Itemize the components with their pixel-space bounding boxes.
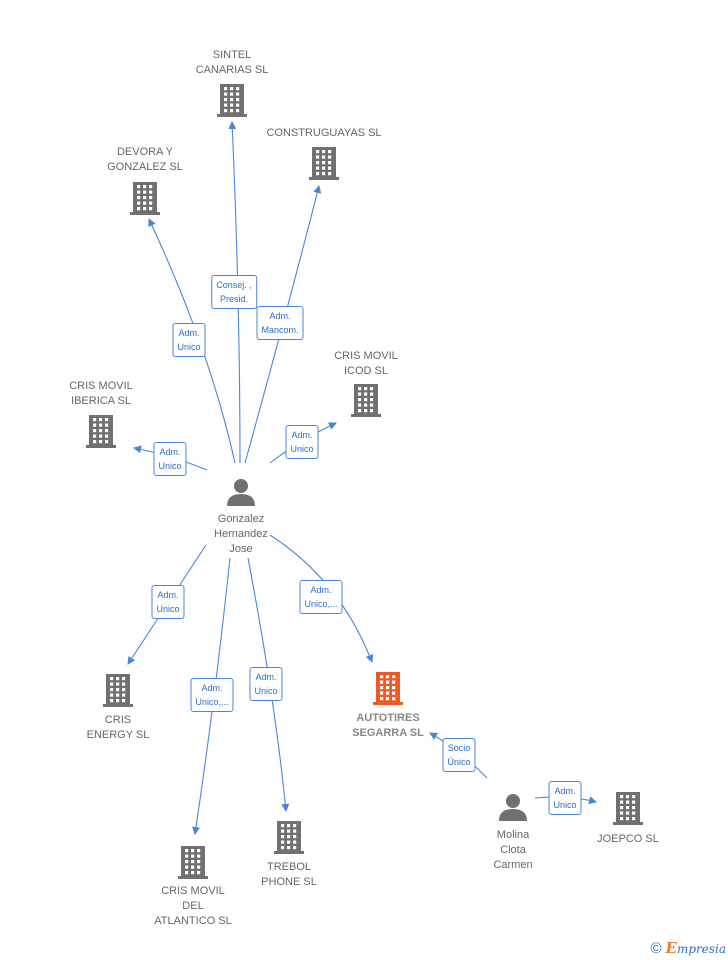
company-label-autotires[interactable]: AUTOTIRES SEGARRA SL: [352, 712, 424, 739]
copyright-icon: ©: [650, 939, 662, 957]
edge-label-gonzalez-sintel[interactable]: Consej. , Presid.: [211, 275, 257, 309]
company-label-cris_energy[interactable]: CRIS ENERGY SL: [86, 714, 150, 741]
person-icon-gonzalez[interactable]: [227, 479, 255, 506]
person-label-molina[interactable]: Molina Clota Carmen: [493, 829, 533, 871]
company-label-cris_atlantico[interactable]: CRIS MOVIL DEL ATLANTICO SL: [154, 885, 232, 927]
company-label-cris_icod[interactable]: CRIS MOVIL ICOD SL: [334, 350, 398, 377]
edge-label-gonzalez-trebol[interactable]: Adm. Unico: [249, 667, 283, 701]
edge-label-molina-autotires[interactable]: Socio Único: [442, 738, 476, 772]
company-label-sintel[interactable]: SINTEL CANARIAS SL: [195, 49, 269, 76]
edge-label-gonzalez-cris_energy[interactable]: Adm. Unico: [151, 585, 185, 619]
building-icon-construguayas[interactable]: [309, 147, 339, 180]
person-label-gonzalez[interactable]: Gonzalez Hernandez Jose: [214, 513, 268, 555]
building-icon-sintel[interactable]: [217, 84, 247, 117]
building-icon-joepco[interactable]: [613, 792, 643, 825]
edge-label-gonzalez-cris_icod[interactable]: Adm. Unico: [285, 425, 319, 459]
brand-logo[interactable]: Empresia: [666, 939, 727, 958]
nodes-layer: [86, 84, 643, 879]
building-icon-trebol[interactable]: [274, 821, 304, 854]
company-label-devora[interactable]: DEVORA Y GONZALEZ SL: [107, 146, 183, 173]
edge-label-gonzalez-cris_atlantico[interactable]: Adm. Unico,...: [190, 678, 234, 712]
building-icon-cris_icod[interactable]: [351, 384, 381, 417]
company-label-construguayas[interactable]: CONSTRUGUAYAS SL: [266, 127, 382, 139]
company-label-cris_iberica[interactable]: CRIS MOVIL IBERICA SL: [69, 380, 133, 407]
footer: © Empresia: [650, 938, 726, 958]
company-label-joepco[interactable]: JOEPCO SL: [597, 833, 659, 845]
edge-label-gonzalez-cris_iberica[interactable]: Adm. Unico: [153, 442, 187, 476]
building-icon-cris_iberica[interactable]: [86, 415, 116, 448]
edge-label-gonzalez-construguayas[interactable]: Adm. Mancom.: [256, 306, 304, 340]
person-icon-molina[interactable]: [499, 794, 527, 821]
edge-label-molina-joepco[interactable]: Adm. Unico: [548, 781, 582, 815]
edge-label-gonzalez-devora[interactable]: Adm. Unico: [172, 323, 206, 357]
building-icon-cris_energy[interactable]: [103, 674, 133, 707]
edge-label-gonzalez-autotires[interactable]: Adm. Unico,...: [299, 580, 343, 614]
building-icon-devora[interactable]: [130, 182, 160, 215]
brand-name: mpresia: [676, 941, 726, 956]
brand-initial: E: [665, 938, 677, 957]
building-icon-cris_atlantico[interactable]: [178, 846, 208, 879]
building-icon-autotires[interactable]: [373, 672, 403, 705]
company-label-trebol[interactable]: TREBOL PHONE SL: [261, 861, 317, 888]
